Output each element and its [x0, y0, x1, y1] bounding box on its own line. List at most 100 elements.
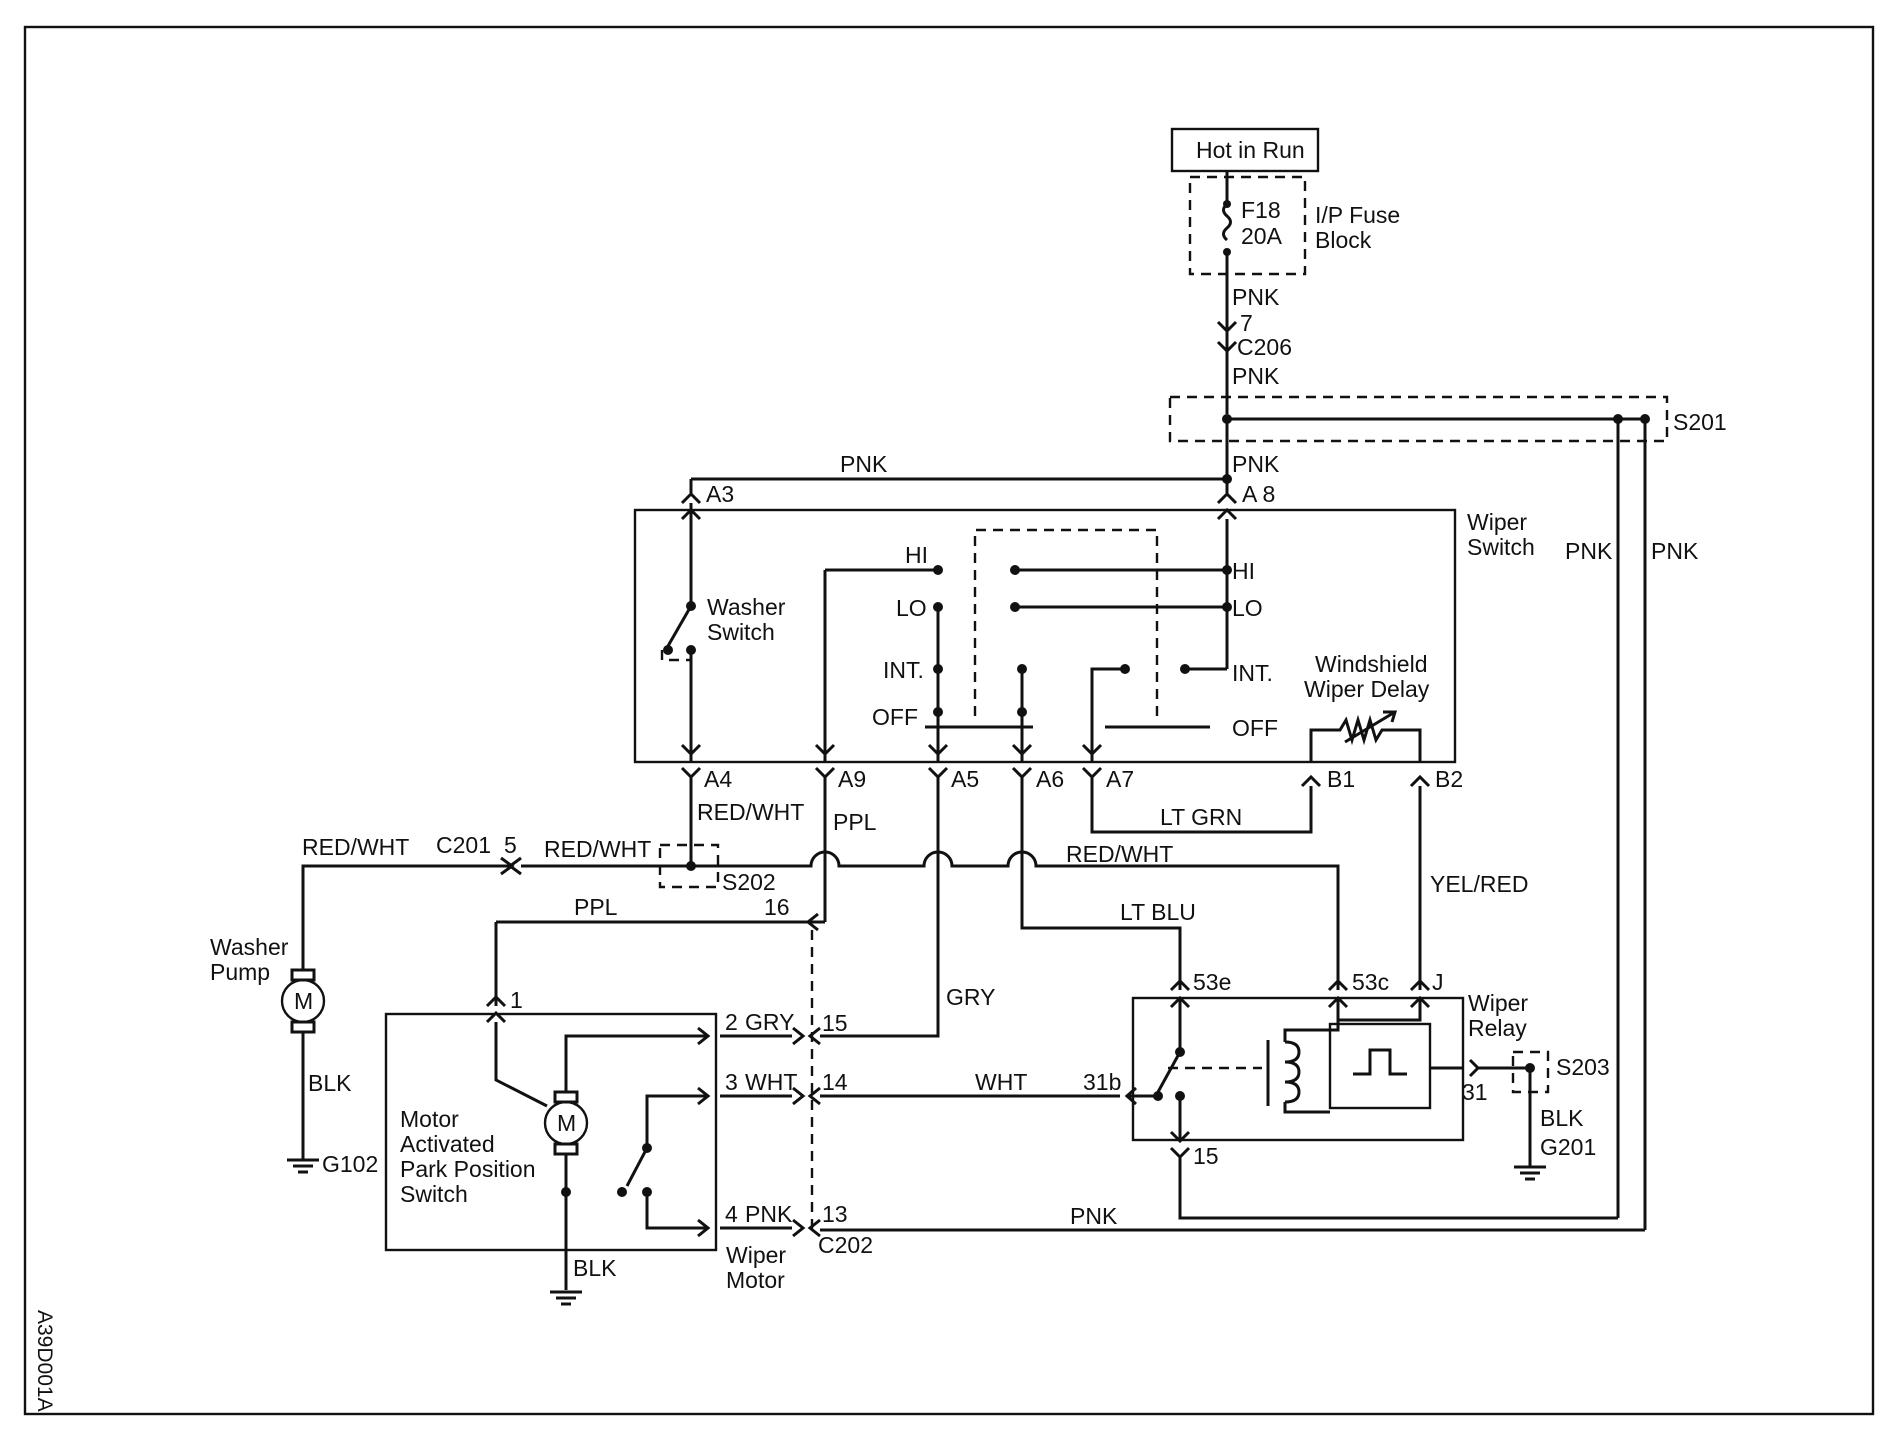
wire-blk-label: BLK [573, 1255, 617, 1281]
ground-g201-icon [1514, 1165, 1546, 1181]
wire-gry-label: GRY [946, 984, 995, 1010]
fuse-block-label-2: Block [1315, 227, 1372, 253]
wiper-relay-title-2: Relay [1468, 1015, 1527, 1041]
s201-splice-outline [1168, 395, 1669, 443]
wire-gry-label: GRY [745, 1009, 794, 1035]
wire-blk-label: BLK [1540, 1105, 1584, 1131]
ip-fuse-block-outline [1188, 175, 1307, 276]
pin-15-motor: 15 [822, 1010, 848, 1036]
pin-b1: B1 [1327, 766, 1355, 792]
wiper-motor-box [384, 1012, 718, 1252]
switch-pos-hi-left: HI [905, 542, 928, 568]
c201-label: C201 [436, 832, 491, 858]
wire-lt-blu-label: LT BLU [1120, 899, 1196, 925]
wire-pnk-label: PNK [1232, 451, 1280, 477]
c206-label: C206 [1237, 334, 1292, 360]
wiper-motor-m: M [557, 1110, 576, 1136]
wiper-switch-box [633, 508, 1457, 764]
pin-a3: A3 [706, 481, 734, 507]
hot-in-run-box [1170, 127, 1320, 173]
relay-pin-53e: 53e [1193, 969, 1231, 995]
pin-13: 13 [822, 1201, 848, 1227]
wire-pnk-label: PNK [1070, 1203, 1118, 1229]
washer-pump-label-2: Pump [210, 959, 270, 985]
switch-pos-hi-right: HI [1232, 558, 1255, 584]
wire-red-wht-label: RED/WHT [302, 834, 409, 860]
switch-pos-int-left: INT. [883, 657, 924, 683]
wire-wht-label: WHT [975, 1069, 1027, 1095]
wiper-switch-title-2: Switch [1467, 534, 1535, 560]
wire-pnk-label: PNK [1232, 284, 1280, 310]
s202-label: S202 [722, 869, 776, 895]
relay-timer-module [1328, 1022, 1432, 1110]
relay-pin-15: 15 [1193, 1143, 1219, 1169]
fuse-id: F18 [1241, 197, 1281, 223]
wire-wht-label: WHT [745, 1069, 797, 1095]
wiper-relay-title-1: Wiper [1468, 990, 1528, 1016]
delay-label-1: Windshield [1315, 651, 1428, 677]
park-switch-label-4: Switch [400, 1181, 468, 1207]
pin-1: 1 [510, 987, 523, 1013]
wiper-motor-label-1: Wiper [726, 1242, 786, 1268]
pin-a9: A9 [838, 766, 866, 792]
wire-red-wht-label: RED/WHT [697, 799, 804, 825]
wire-yel-red-label: YEL/RED [1430, 871, 1528, 897]
ground-g102-icon [287, 1158, 319, 1174]
hot-in-run-label: Hot in Run [1196, 137, 1305, 163]
switch-pos-off-right: OFF [1232, 715, 1278, 741]
pin-2: 2 [725, 1009, 738, 1035]
wire-red-wht-label: RED/WHT [544, 836, 651, 862]
park-switch-label-1: Motor [400, 1106, 459, 1132]
relay-pin-53c: 53c [1352, 969, 1389, 995]
fuse-rating: 20A [1241, 223, 1283, 249]
pin-a6: A6 [1036, 766, 1064, 792]
ground-motor-icon [550, 1290, 582, 1306]
pin-a7: A7 [1106, 766, 1134, 792]
pin-b2: B2 [1435, 766, 1463, 792]
pin-4: 4 [725, 1201, 738, 1227]
wire-ppl-label: PPL [574, 894, 618, 920]
pin-14: 14 [822, 1069, 848, 1095]
delay-label-2: Wiper Delay [1304, 676, 1430, 702]
wire-pnk-label: PNK [1565, 538, 1613, 564]
wire-lt-grn-label: LT GRN [1160, 804, 1242, 830]
g102-label: G102 [322, 1151, 378, 1177]
wire-blk-label: BLK [308, 1070, 352, 1096]
s203-label: S203 [1556, 1054, 1610, 1080]
switch-pos-int-right: INT. [1232, 660, 1273, 686]
relay-pin-j: J [1432, 969, 1444, 995]
c201-pin: 5 [504, 832, 517, 858]
washer-switch-label-1: Washer [707, 594, 786, 620]
wiper-motor-label-2: Motor [726, 1267, 785, 1293]
wire-ppl-label: PPL [833, 809, 877, 835]
fuse-block-label-1: I/P Fuse [1315, 202, 1400, 228]
relay-pin-31: 31 [1462, 1079, 1488, 1105]
pin-a4: A4 [704, 766, 732, 792]
c206-pin: 7 [1240, 310, 1253, 336]
washer-pump-label-1: Washer [210, 934, 289, 960]
wire-pnk-label: PNK [1232, 363, 1280, 389]
washer-switch-label-2: Switch [707, 619, 775, 645]
wire-pnk-label: PNK [745, 1201, 793, 1227]
wire-pnk-label: PNK [1651, 538, 1699, 564]
switch-pos-off-left: OFF [872, 704, 918, 730]
s201-label: S201 [1673, 409, 1727, 435]
pin-a8: A 8 [1242, 481, 1275, 507]
park-switch-label-2: Activated [400, 1131, 495, 1157]
pin-16: 16 [764, 894, 790, 920]
wire-pnk-label: PNK [840, 451, 888, 477]
relay-pin-31b: 31b [1083, 1069, 1121, 1095]
c202-label: C202 [818, 1232, 873, 1258]
pin-a5: A5 [951, 766, 979, 792]
washer-pump-motor-m: M [294, 988, 313, 1014]
park-switch-label-3: Park Position [400, 1156, 536, 1182]
figure-code: A39D001A [33, 1310, 56, 1412]
pin-3: 3 [725, 1069, 738, 1095]
diagram-frame [23, 25, 1875, 1416]
g201-label: G201 [1540, 1134, 1596, 1160]
wire-red-wht-label: RED/WHT [1066, 841, 1173, 867]
switch-pos-lo-left: LO [896, 595, 927, 621]
switch-pos-lo-right: LO [1232, 595, 1263, 621]
wiper-switch-title-1: Wiper [1467, 509, 1527, 535]
